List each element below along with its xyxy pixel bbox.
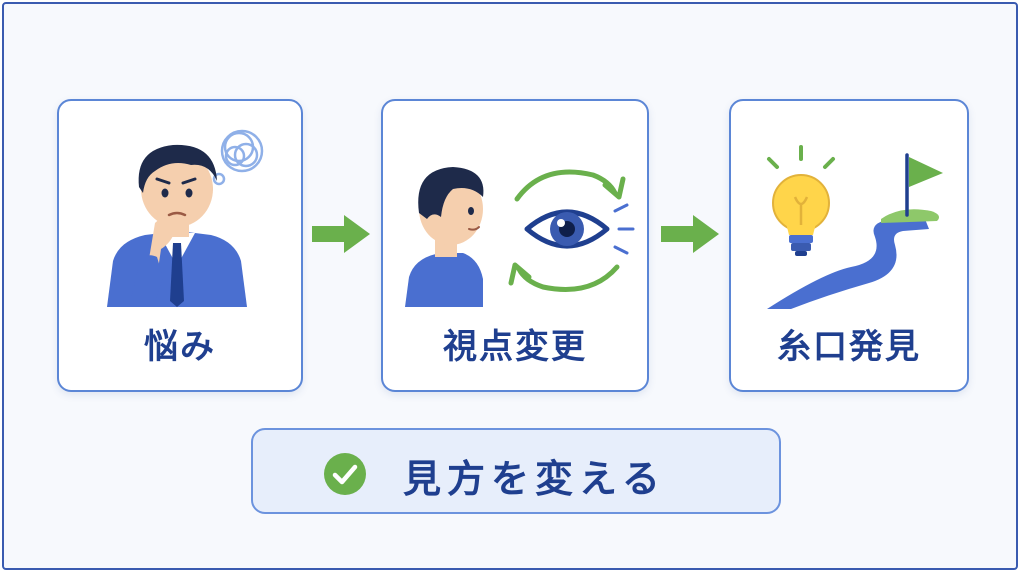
eye-perspective-icon [405, 167, 635, 307]
step-label-worry: 悩み [144, 327, 216, 367]
step-card-discovery: 糸口発見 [729, 99, 969, 392]
diagram-frame: 悩み 視点変更 [2, 2, 1018, 570]
check-circle-icon [324, 453, 366, 495]
lightbulb-path-flag-icon [767, 145, 943, 309]
conclusion-text: 見方を変える [403, 457, 666, 501]
arrow-right-icon [312, 215, 370, 253]
step-label-perspective: 視点変更 [443, 327, 587, 367]
step-card-worry: 悩み [57, 99, 303, 392]
step-label-discovery: 糸口発見 [777, 327, 921, 367]
step-card-perspective: 視点変更 [381, 99, 649, 392]
conclusion-banner: 見方を変える [251, 428, 781, 514]
worried-person-icon [107, 129, 264, 307]
arrow-right-icon [661, 215, 719, 253]
